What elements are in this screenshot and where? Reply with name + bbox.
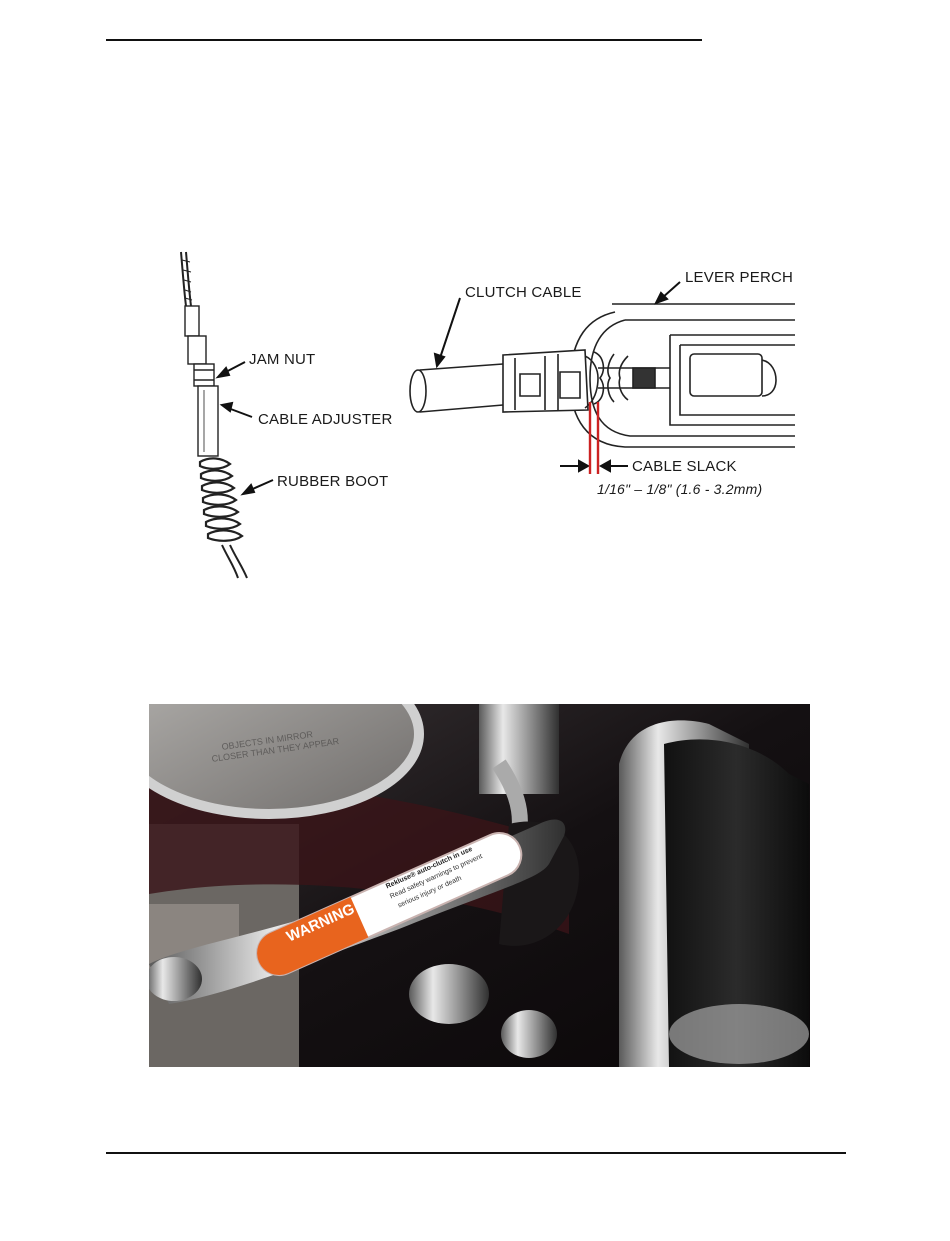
cable-adjuster-drawing — [181, 252, 247, 578]
footer-rule — [106, 1152, 846, 1154]
label-slack-range: 1/16" – 1/8" (1.6 - 3.2mm) — [597, 481, 762, 497]
label-rubber-boot: RUBBER BOOT — [277, 473, 388, 490]
clutch-cable-diagrams — [0, 0, 950, 700]
label-lever-perch: LEVER PERCH — [685, 269, 793, 286]
label-jam-nut: JAM NUT — [249, 351, 315, 368]
lever-perch-drawing — [410, 304, 795, 447]
figure1-leader-arrows — [218, 362, 273, 494]
label-clutch-cable: CLUTCH CABLE — [465, 284, 582, 301]
label-cable-adjuster: CABLE ADJUSTER — [258, 411, 393, 428]
label-cable-slack: CABLE SLACK — [632, 458, 737, 475]
clutch-lever-photo: WARNING Rekluse® auto-clutch in use Read… — [149, 704, 810, 1067]
